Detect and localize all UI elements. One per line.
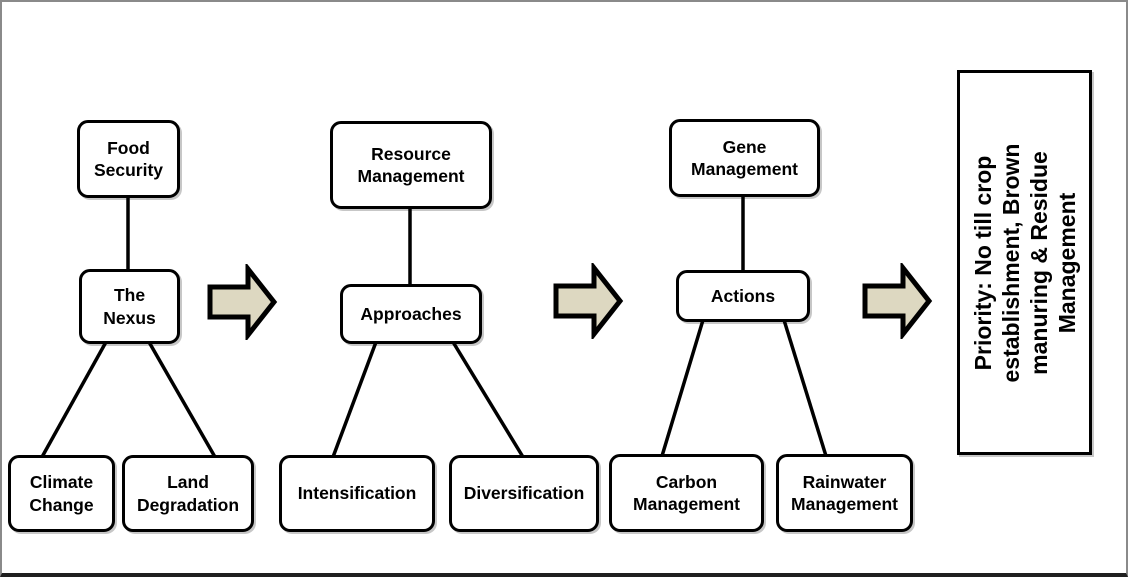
node-intensification: Intensification <box>279 455 435 532</box>
node-diversification: Diversification <box>449 455 599 532</box>
node-resource-management: Resource Management <box>330 121 492 209</box>
priority-line: manuring & Residue <box>1025 150 1052 375</box>
connector-line <box>40 341 108 458</box>
priority-line: Priority: No till crop <box>969 155 996 370</box>
priority-line: establishment, Brown <box>997 143 1024 382</box>
arrow-right-icon <box>207 264 278 340</box>
priority-box: Priority: No till crop establishment, Br… <box>957 70 1092 455</box>
arrow-right-icon <box>862 263 933 339</box>
priority-text: Priority: No till crop establishment, Br… <box>961 70 1089 455</box>
node-rainwater-management: Rainwater Management <box>776 454 913 532</box>
connector-line <box>451 341 525 458</box>
node-actions: Actions <box>676 270 810 322</box>
node-land-degradation: Land Degradation <box>122 455 254 532</box>
node-climate-change: Climate Change <box>8 455 115 532</box>
connector-line <box>782 319 828 457</box>
node-carbon-management: Carbon Management <box>609 454 764 532</box>
connector-line <box>147 341 217 458</box>
node-the-nexus: The Nexus <box>79 269 180 344</box>
node-food-security: Food Security <box>77 120 180 198</box>
connector-line <box>331 341 378 458</box>
connector-line <box>660 319 705 457</box>
priority-line: Management <box>1053 192 1080 333</box>
arrow-right-icon <box>553 263 624 339</box>
node-approaches: Approaches <box>340 284 482 344</box>
node-gene-management: Gene Management <box>669 119 820 197</box>
